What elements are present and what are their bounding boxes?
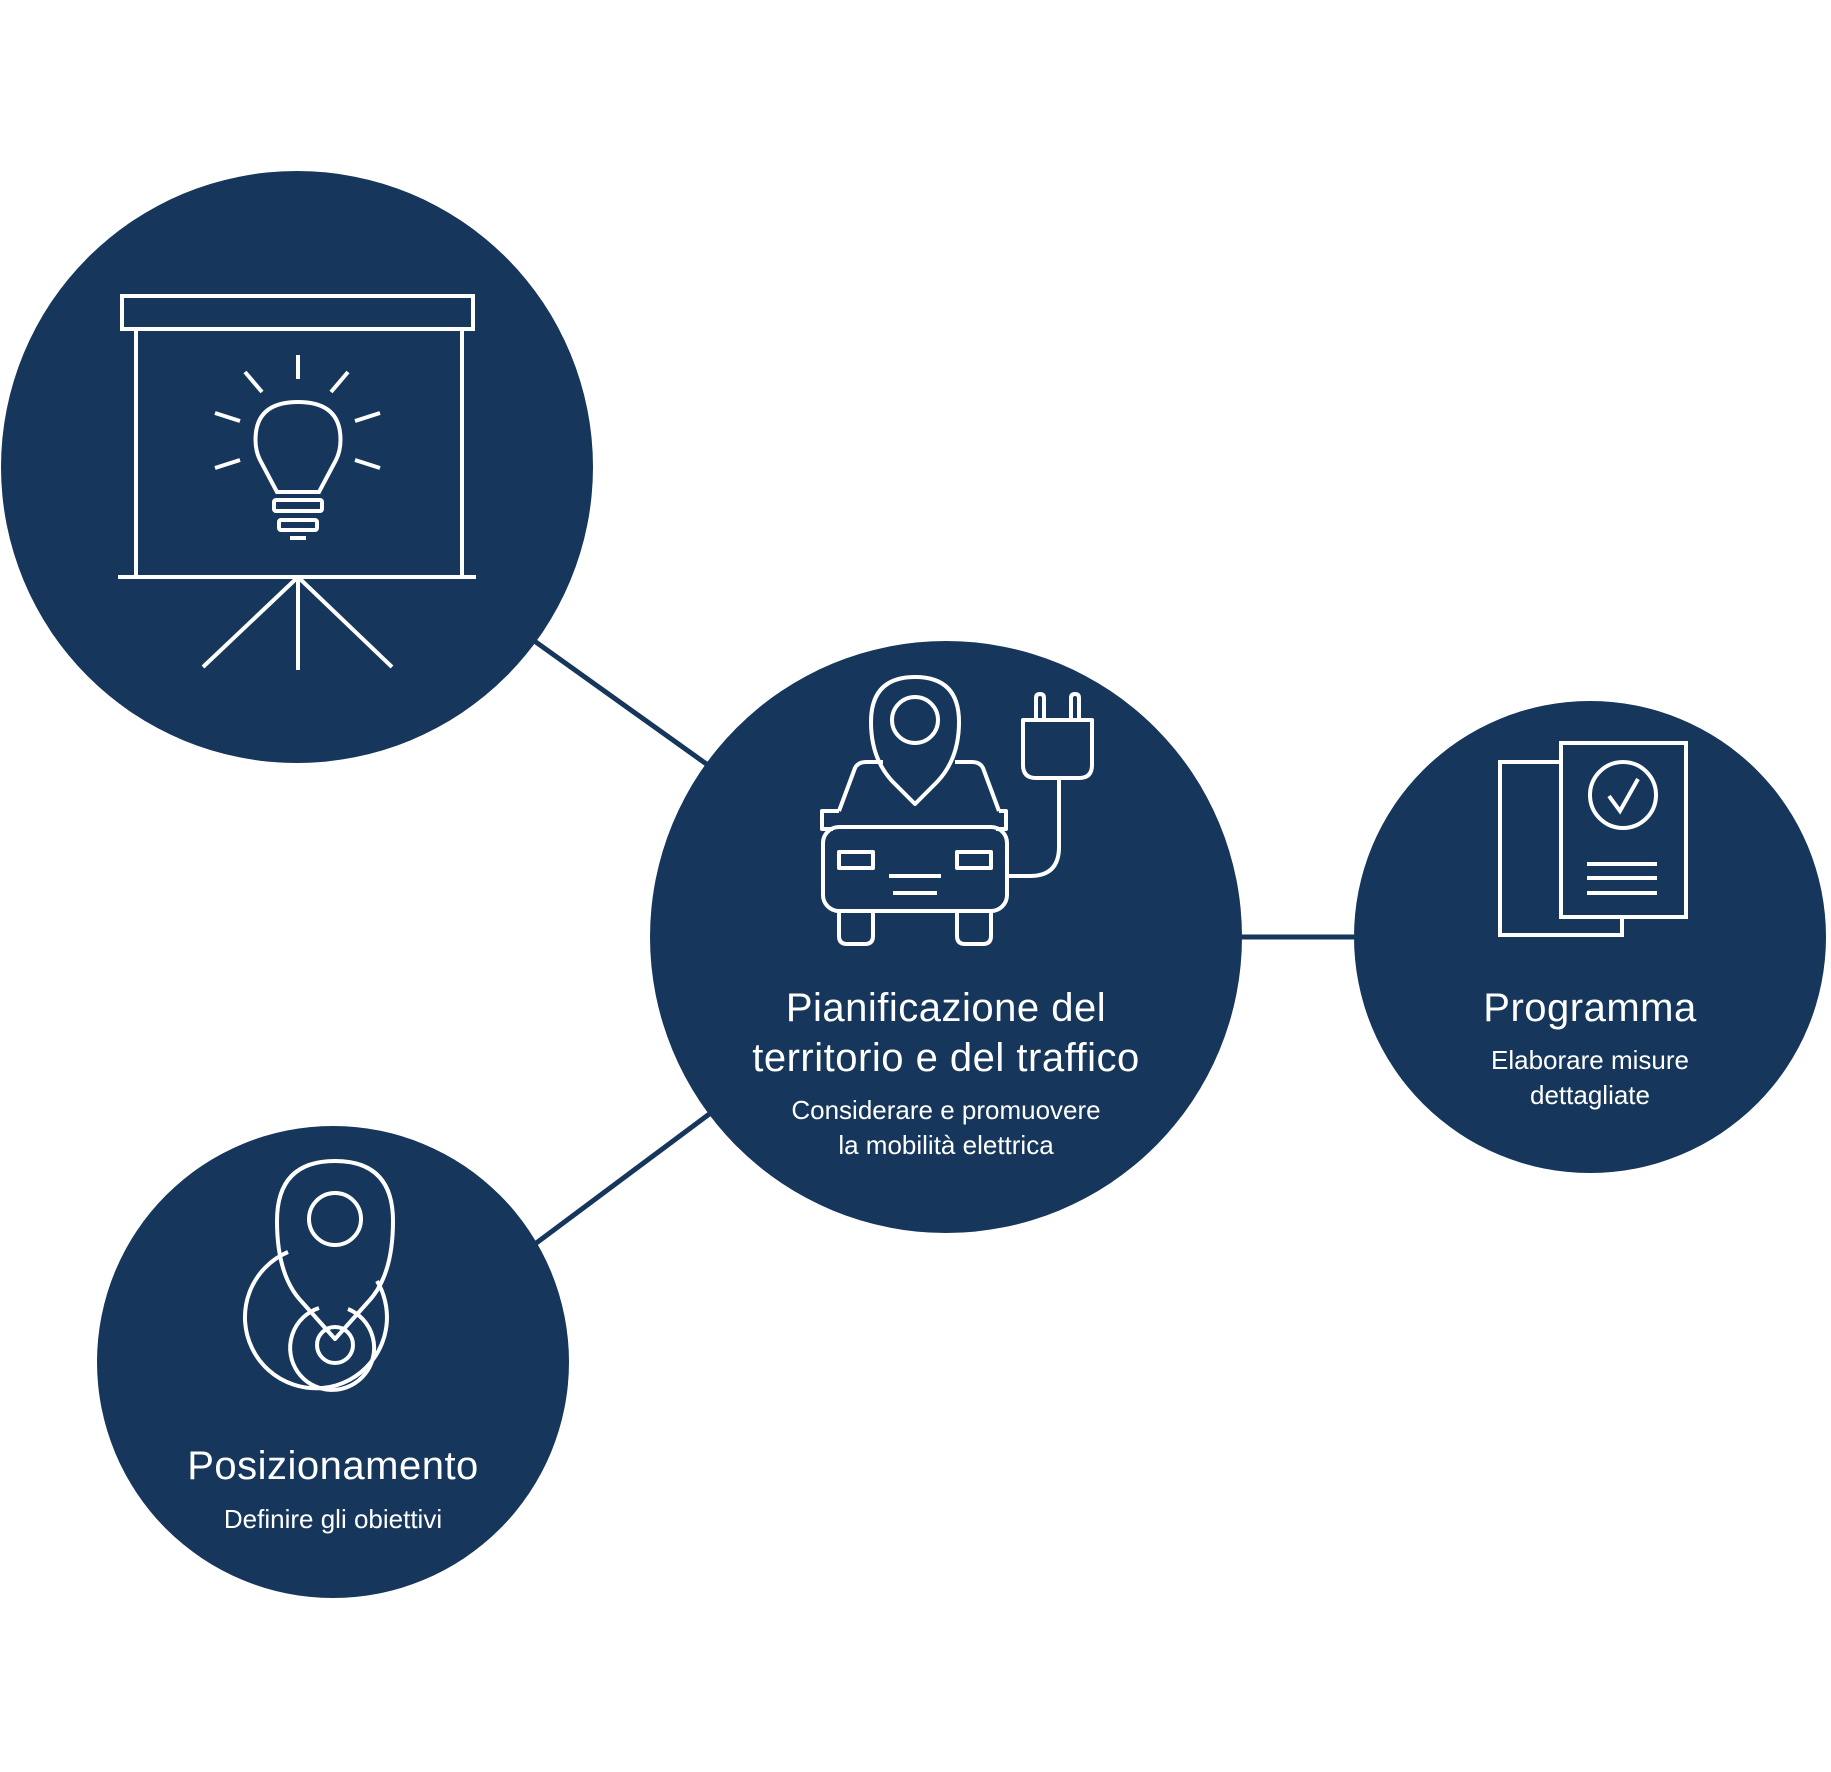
connector-idea-center [531,637,714,771]
documents-checkmark-icon [1498,741,1688,937]
node-idea-circle [1,171,593,763]
connector-positioning-center [533,1109,714,1247]
presentation-lightbulb-icon [118,294,476,670]
center-node-title: Pianificazione del territorio e del traf… [700,983,1192,1083]
positioning-node-subtitle: Definire gli obiettivi [223,1504,443,1534]
electric-car-location-plug-icon [820,675,1094,946]
center-node-subtitle-line1: Considerare e promuovere [791,1095,1101,1125]
program-node-subtitle: Elaborare misure dettagliate [1420,1043,1760,1113]
center-node-subtitle: Considerare e promuovere la mobilità ele… [700,1093,1192,1163]
center-node-subtitle-line2: la mobilità elettrica [838,1130,1054,1160]
center-node-title-line2: territorio e del traffico [752,1036,1140,1080]
center-node-title-line1: Pianificazione del [785,986,1107,1030]
program-node-title: Programma [1483,986,1697,1030]
connectors [531,637,1357,1247]
positioning-node-title: Posizionamento [187,1444,479,1488]
node-center-circle [650,641,1242,1233]
location-target-icon [242,1159,395,1392]
program-node-subtitle-line2: dettagliate [1530,1080,1650,1110]
program-node-subtitle-line1: Elaborare misure [1491,1045,1689,1075]
